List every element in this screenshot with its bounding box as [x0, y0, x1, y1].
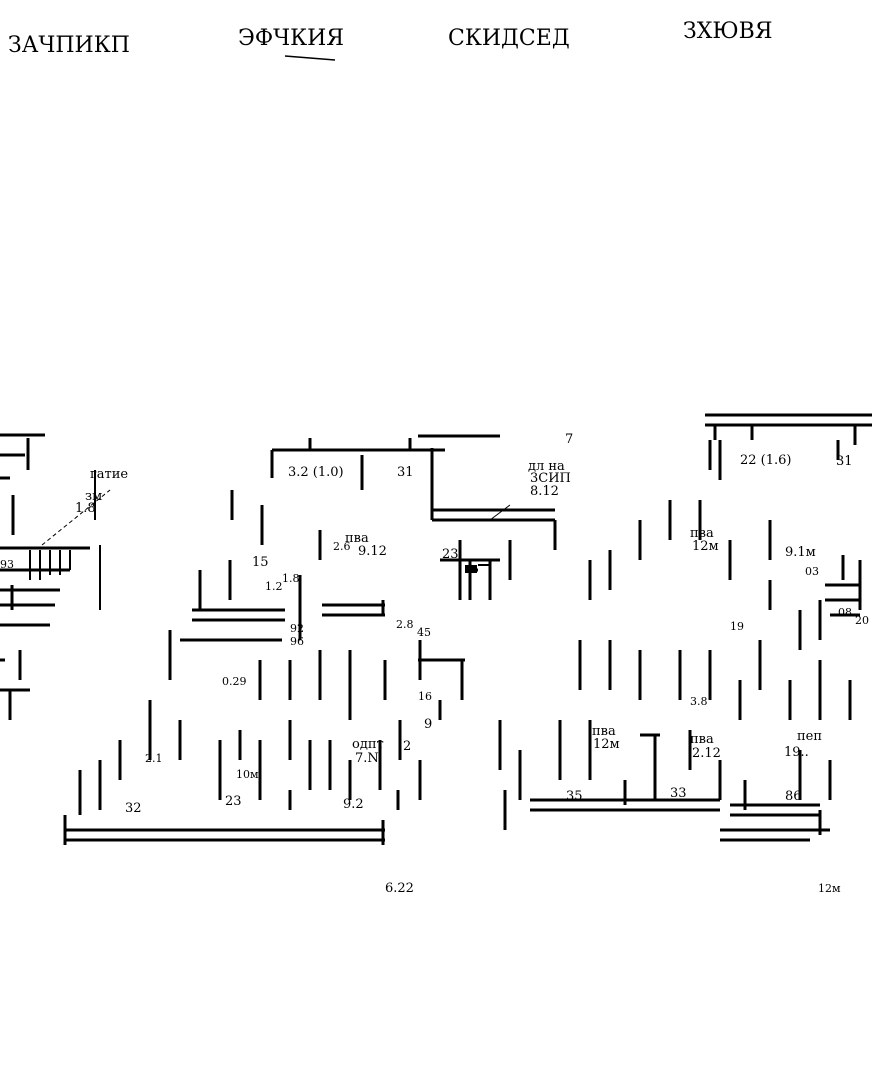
dimension-label: 3.2 (1.0) — [288, 465, 344, 480]
dimension-label: 33 — [670, 786, 687, 801]
dimension-label: 19 — [730, 620, 744, 633]
header: ЗАЧПИКП ЭФЧКИЯ СКИДСЕД ЗХЮВЯ — [8, 19, 773, 61]
divider — [284, 55, 336, 61]
room-area: 1.8 — [75, 501, 96, 516]
total-dimension: 12м — [818, 882, 841, 895]
dimension-label: 92 — [290, 622, 304, 635]
dimension-label: 2.8 — [396, 618, 414, 631]
room-area: 2.12 — [692, 746, 721, 761]
dimension-label: 3.8 — [690, 695, 708, 708]
room-label: дл на — [528, 459, 565, 474]
dimension-label: 2 — [403, 739, 411, 754]
room-area: 12м — [593, 737, 620, 752]
header-title-2: ЭФЧКИЯ — [238, 26, 344, 51]
room-label: пва — [592, 724, 616, 739]
room-label: зм — [85, 489, 102, 504]
dimension-label: 23 — [442, 547, 459, 562]
header-title-4: ЗХЮВЯ — [683, 19, 773, 44]
walls — [0, 413, 872, 845]
room-label: одпт — [352, 737, 384, 752]
dimension-label: 93 — [0, 558, 14, 571]
dimension-label: 0.29 — [222, 675, 247, 688]
total-dimension: 6.22 — [385, 881, 414, 896]
fixture-marker — [465, 565, 477, 573]
dimension-label: 1.8 — [282, 572, 300, 585]
room-area: 10м — [236, 768, 259, 781]
room-label: пва — [690, 732, 714, 747]
dimension-label: 32 — [125, 801, 142, 816]
leader-line — [489, 504, 511, 521]
room-label: пеп — [797, 729, 822, 744]
room-area: 9.1м — [785, 545, 816, 560]
dimension-label: 16 — [418, 690, 432, 703]
room-label: пва — [690, 526, 714, 541]
dimension-label: 2.6 — [333, 540, 351, 553]
room-labels: гатие зм 1.8 93 3.2 (1.0) 31 7 дл на 3СИ… — [0, 432, 869, 896]
dimension-label: 15 — [252, 555, 269, 570]
room-area: 2.1 — [145, 752, 163, 765]
leader-line — [41, 489, 111, 546]
dimension-label: 20 — [855, 614, 869, 627]
dimension-label: 03 — [805, 565, 819, 578]
room-area: 12м — [692, 539, 719, 554]
dimension-label: 7 — [565, 432, 573, 447]
dimension-label: 96 — [290, 635, 304, 648]
room-label: гатие — [90, 467, 128, 482]
room-label: пва — [345, 531, 369, 546]
room-area: 8.12 — [530, 484, 559, 499]
dimension-label: 35 — [566, 789, 583, 804]
dimension-label: 31 — [836, 454, 853, 469]
header-title-1: ЗАЧПИКП — [8, 33, 130, 58]
header-title-3: СКИДСЕД — [448, 26, 570, 51]
room-area: 9.12 — [358, 544, 387, 559]
dimension-label: 86 — [785, 789, 802, 804]
room-label: 3СИП — [530, 471, 571, 486]
dimension-label: 45 — [417, 626, 431, 639]
dimension-label: 23 — [225, 794, 242, 809]
dimension-label: 9.2 — [343, 797, 364, 812]
dimension-label: 31 — [397, 465, 414, 480]
stairs — [41, 489, 511, 573]
dimension-label: 1.2 — [265, 580, 283, 593]
dimension-label: 22 (1.6) — [740, 453, 792, 468]
room-area: 19.. — [784, 745, 809, 760]
dimension-label: 9 — [424, 717, 432, 732]
room-area: 7.N — [355, 751, 379, 766]
dimension-label: 08 — [838, 606, 852, 619]
